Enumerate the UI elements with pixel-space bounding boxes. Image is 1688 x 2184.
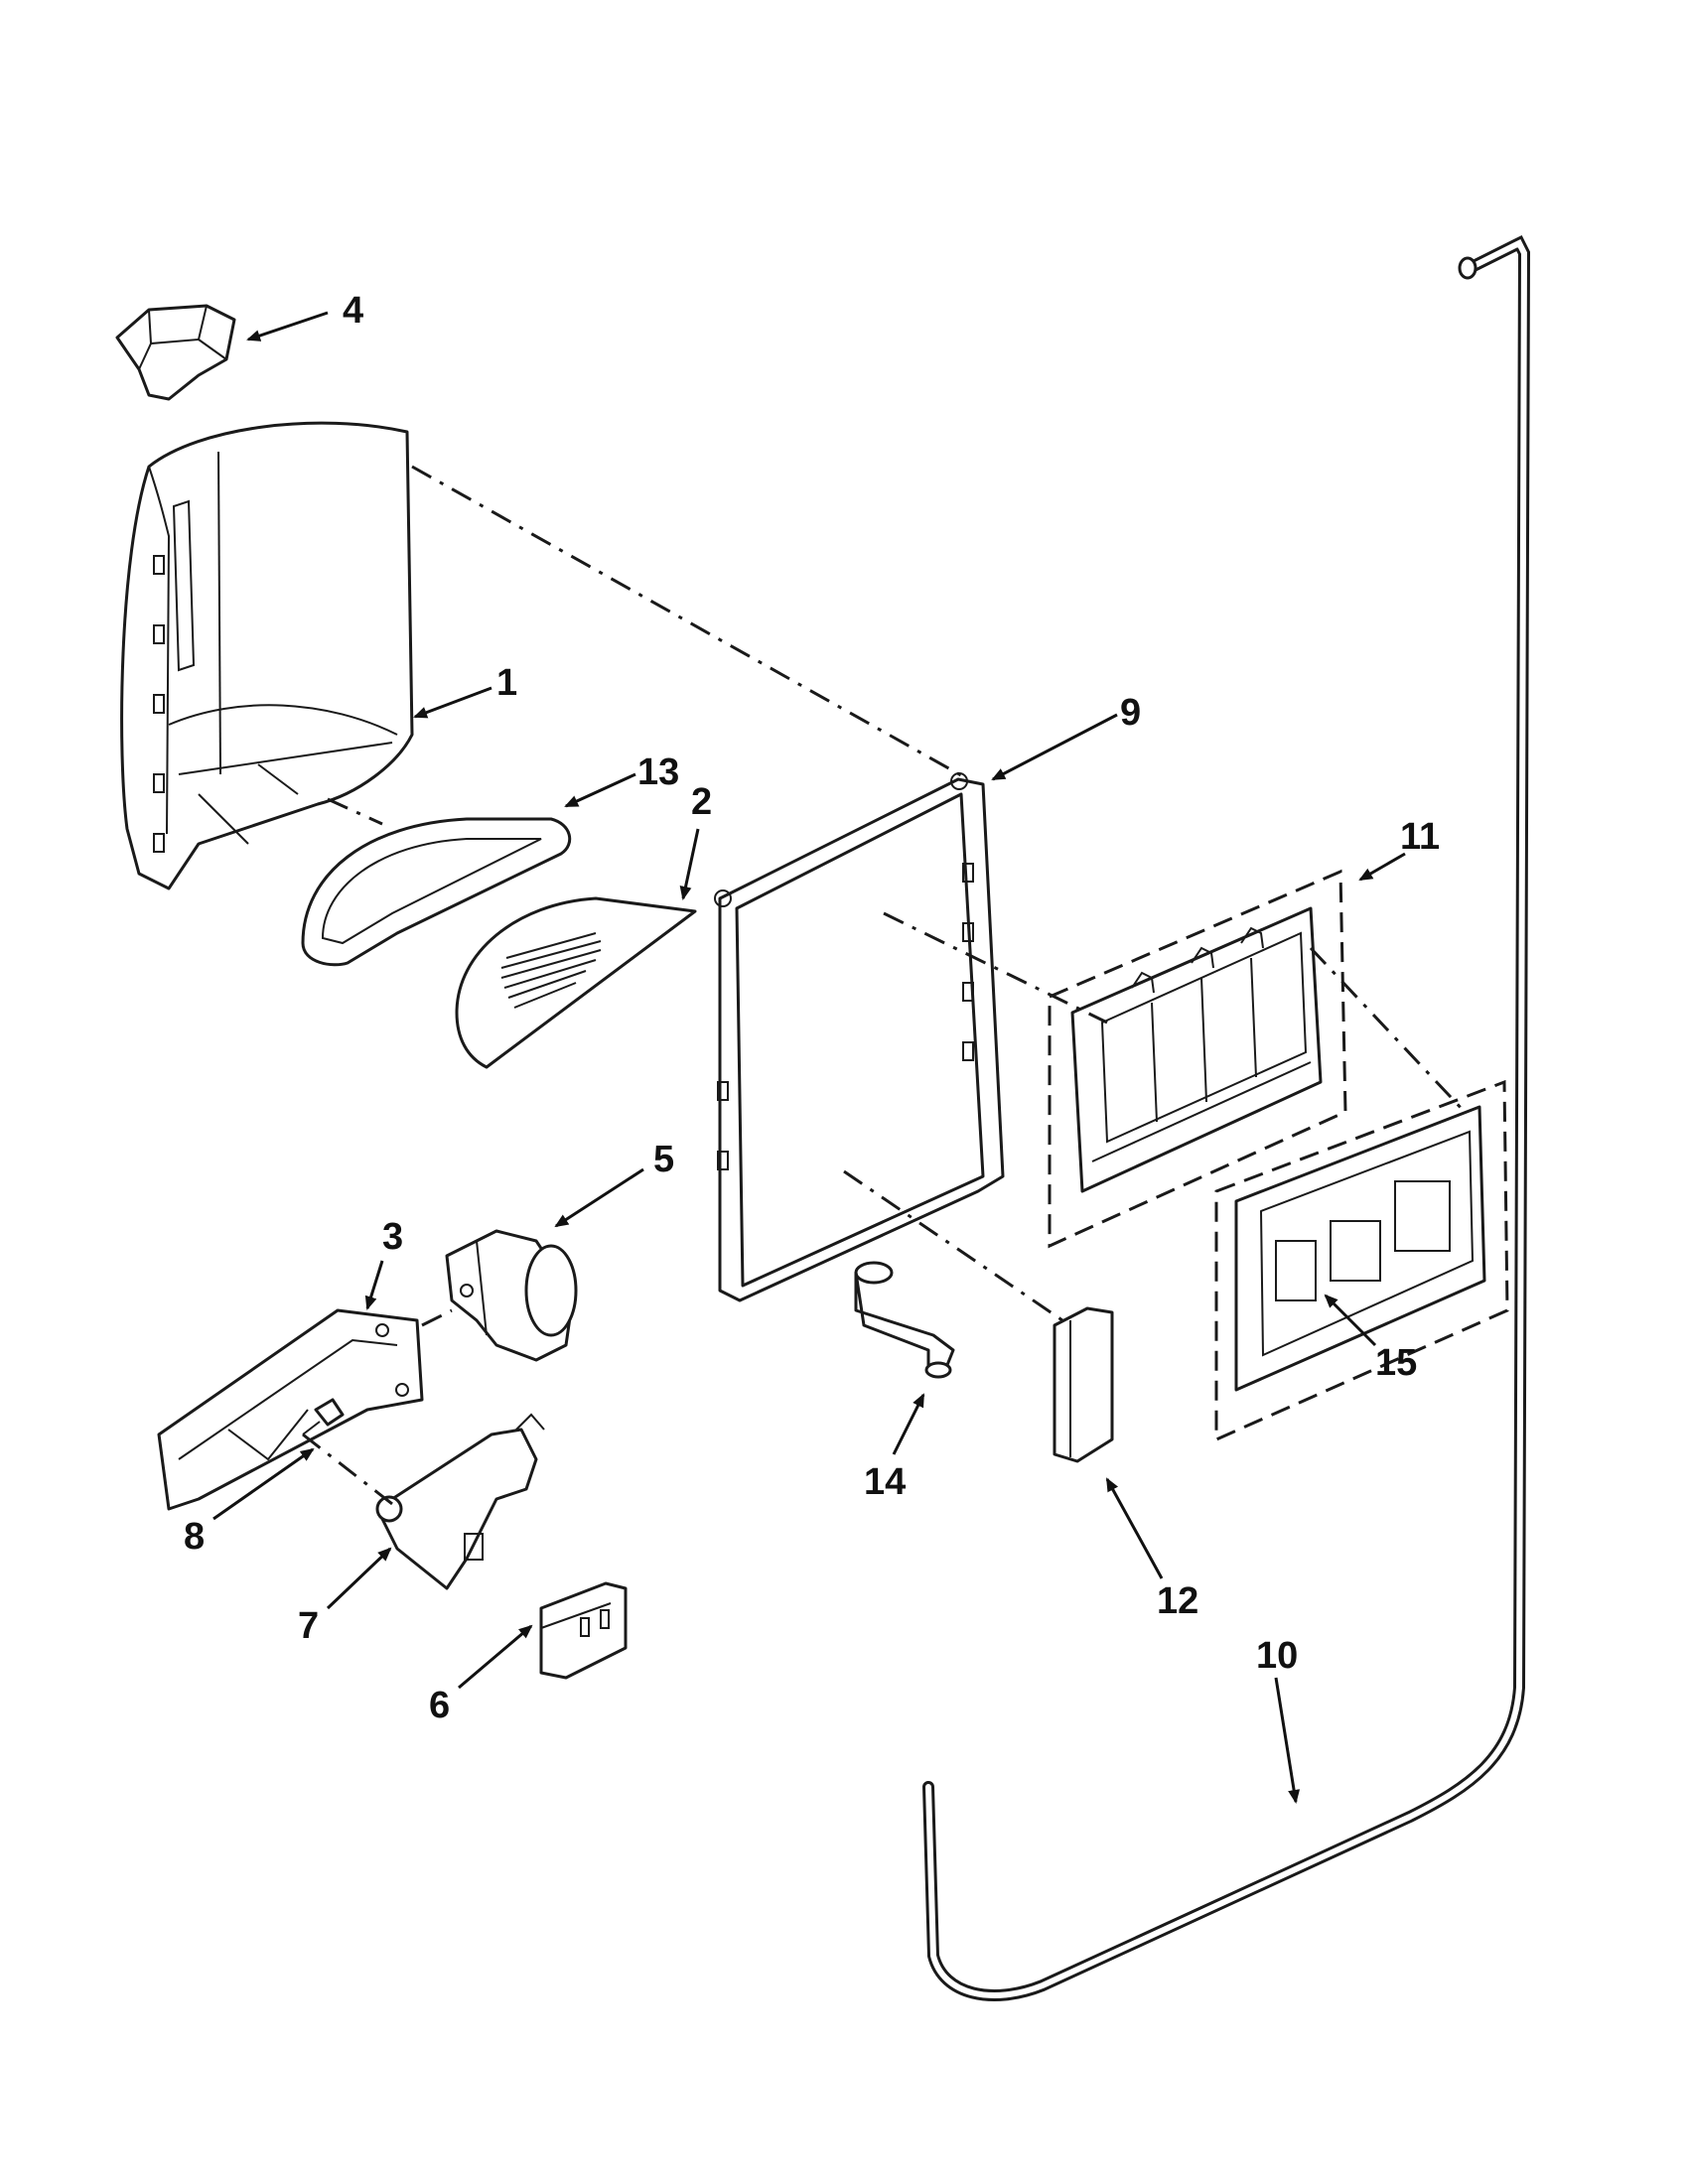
callout-11: 11 — [1400, 816, 1440, 858]
callout-2: 2 — [691, 781, 712, 823]
callout-labels: 4 1 13 2 9 11 5 3 8 7 6 14 12 15 10 — [184, 290, 1440, 1726]
part-3-bracket — [157, 1308, 424, 1511]
part-9-frame — [714, 772, 1005, 1302]
callout-6: 6 — [429, 1685, 450, 1726]
part-10-water-tube — [922, 234, 1531, 2001]
callout-15: 15 — [1375, 1342, 1417, 1384]
part-5-motor — [445, 1229, 578, 1362]
part-6-button-pad — [539, 1581, 628, 1680]
callout-3: 3 — [382, 1216, 403, 1258]
part-15-control-panel — [1214, 1079, 1509, 1442]
part-4-chute — [115, 304, 236, 401]
callout-14: 14 — [864, 1461, 906, 1503]
callout-4: 4 — [343, 290, 363, 332]
callout-1: 1 — [496, 662, 517, 704]
leader-arrows — [212, 311, 1406, 1804]
callout-12: 12 — [1157, 1580, 1198, 1622]
part-13-gasket — [301, 817, 572, 967]
part-2-grille — [455, 896, 697, 1069]
callout-13: 13 — [637, 751, 679, 793]
part-1-dispenser-housing — [120, 421, 414, 890]
callout-7: 7 — [298, 1605, 319, 1647]
alignment-lines — [302, 465, 1467, 1506]
callout-9: 9 — [1120, 692, 1141, 734]
part-12-cover — [1053, 1306, 1114, 1463]
callout-5: 5 — [653, 1139, 674, 1180]
part-8-screw — [302, 1398, 345, 1435]
part-11-control-housing — [1048, 869, 1347, 1249]
callout-8: 8 — [184, 1516, 205, 1558]
callout-10: 10 — [1256, 1635, 1298, 1677]
part-14-fitting — [854, 1261, 955, 1379]
part-7-solenoid — [375, 1413, 545, 1590]
